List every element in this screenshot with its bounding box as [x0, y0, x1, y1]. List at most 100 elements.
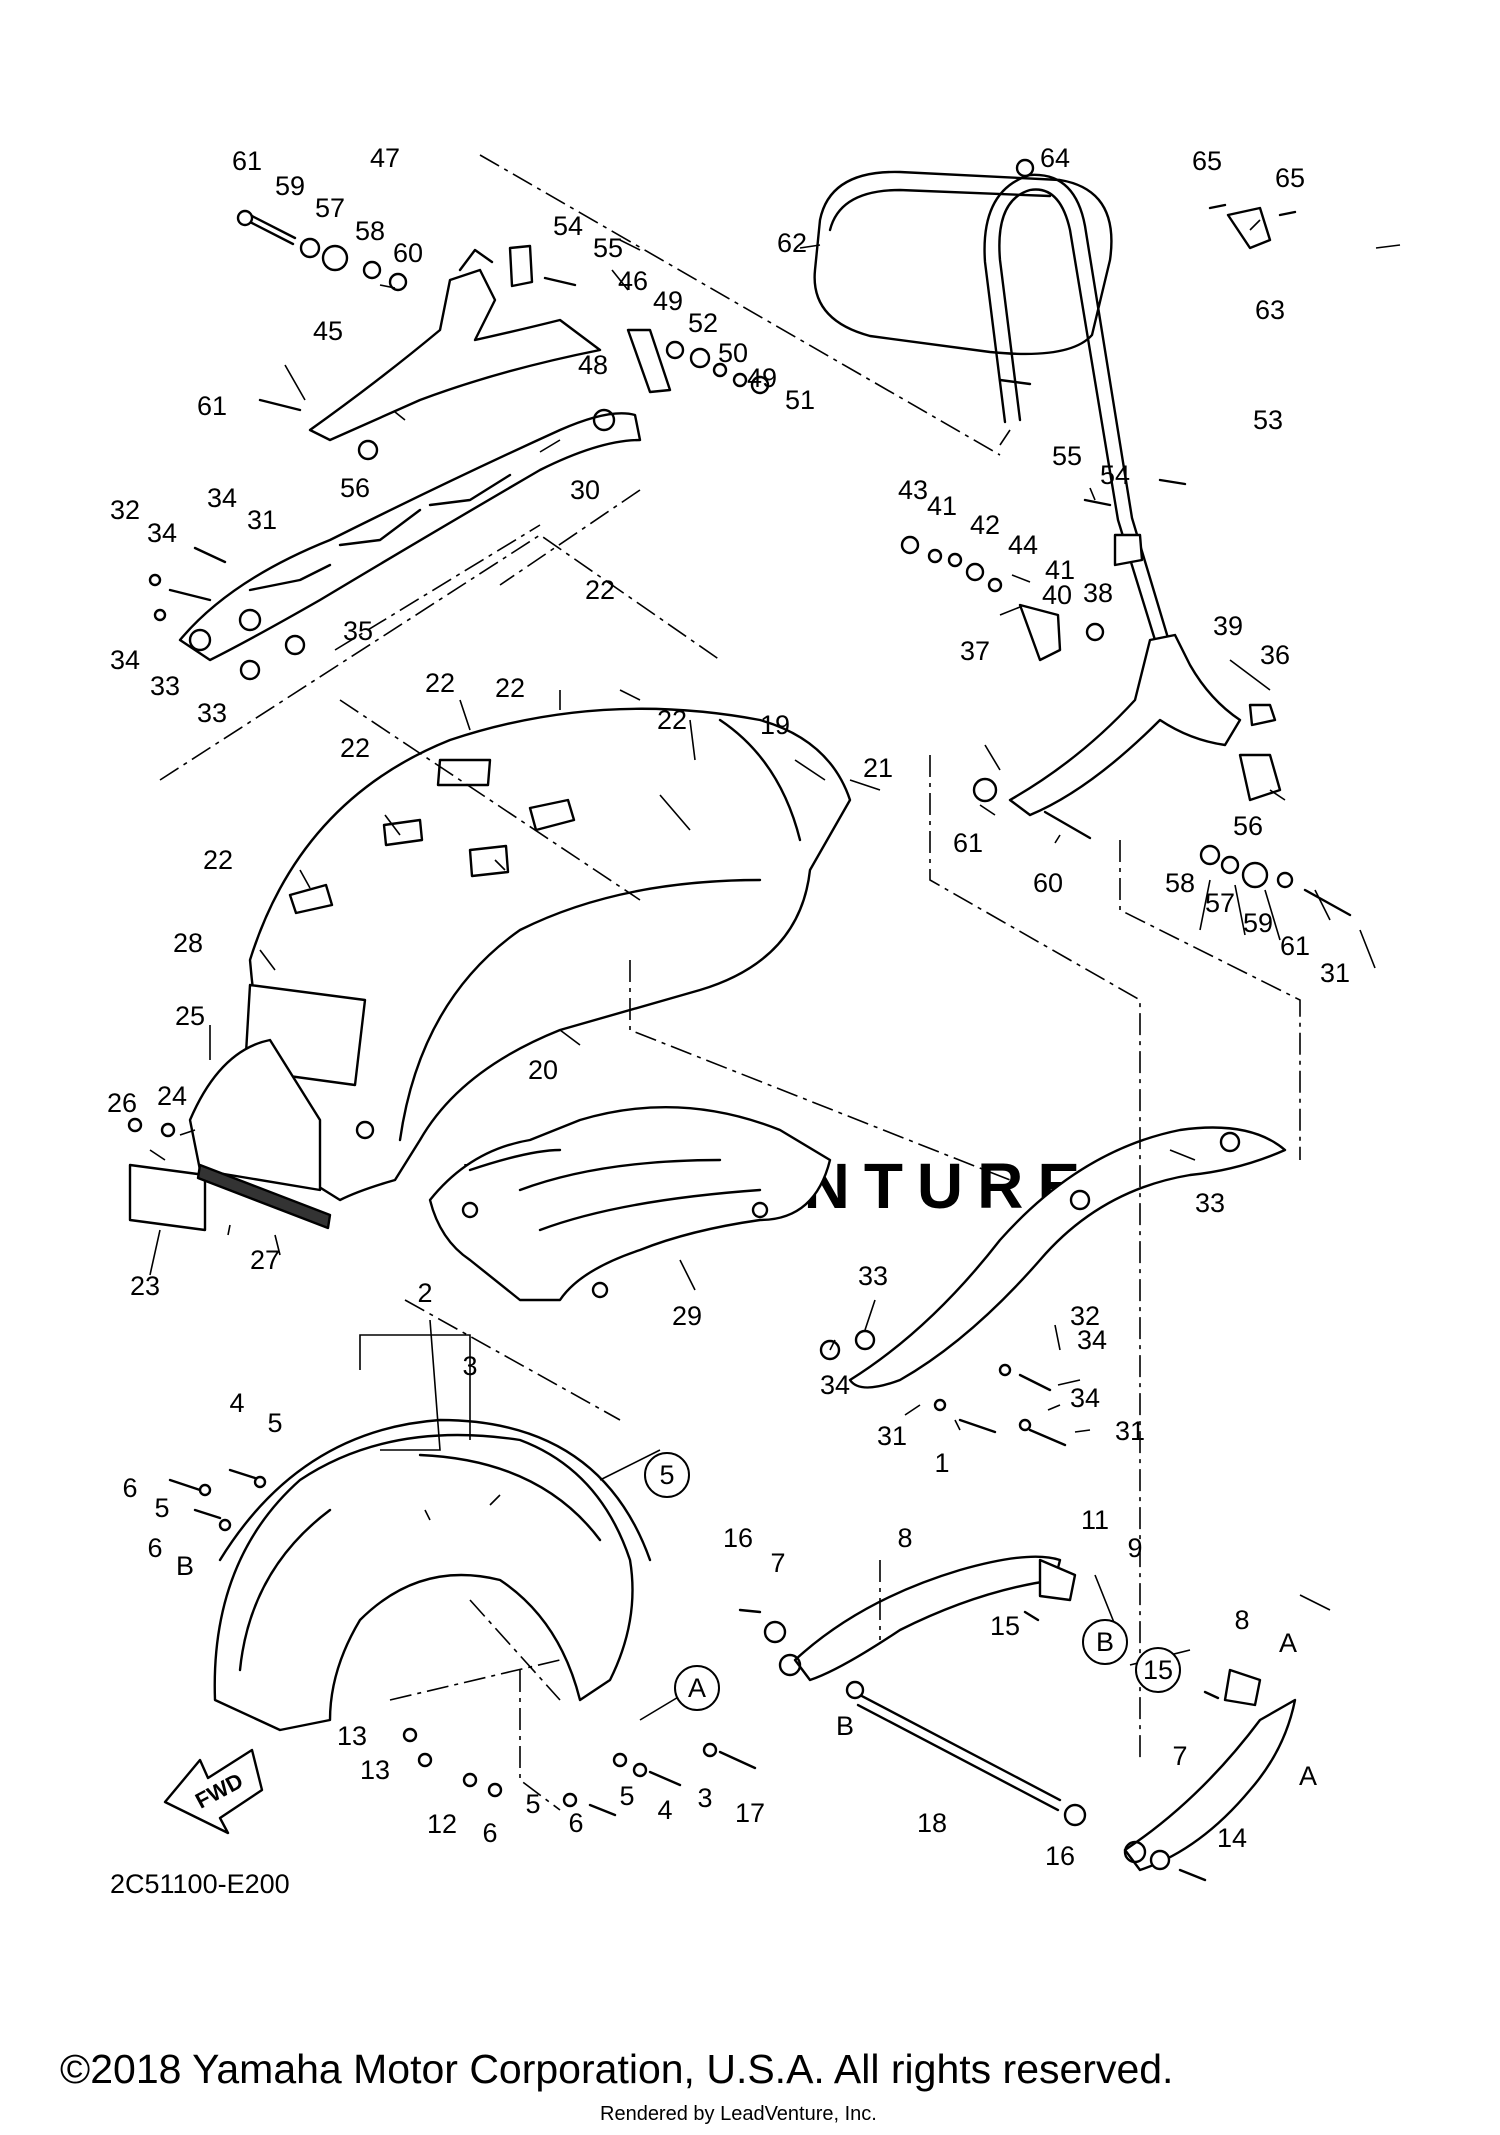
- hardware-parts: [127, 158, 1352, 1882]
- callout-label: 16: [723, 1523, 753, 1553]
- callout-label: 52: [688, 308, 718, 338]
- callout-label: 4: [657, 1795, 672, 1825]
- callout-label: 36: [1260, 640, 1290, 670]
- callout-label: 57: [1205, 888, 1235, 918]
- callout-label: 5: [525, 1789, 540, 1819]
- callout-label: 38: [1083, 578, 1113, 608]
- callout-label: 41: [1045, 555, 1075, 585]
- callout-label: 61: [1280, 931, 1310, 961]
- callout-label: 33: [150, 671, 180, 701]
- callout-label: 60: [1033, 868, 1063, 898]
- copyright-notice: ©2018 Yamaha Motor Corporation, U.S.A. A…: [60, 2046, 1173, 2092]
- callout-label: 7: [770, 1548, 785, 1578]
- ref-circle-a-front-fender: [674, 1665, 720, 1711]
- callout-label: 30: [570, 475, 600, 505]
- callout-label: 19: [760, 710, 790, 740]
- callout-label: 31: [1115, 1416, 1145, 1446]
- callout-label: 63: [1255, 295, 1285, 325]
- callout-label: 6: [482, 1818, 497, 1848]
- callout-label: 29: [672, 1301, 702, 1331]
- callout-label: 55: [1052, 441, 1082, 471]
- ref-label-a-front-fender: A: [688, 1673, 706, 1703]
- callout-label: 33: [197, 698, 227, 728]
- callout-label: 13: [337, 1721, 367, 1751]
- callout-label: 31: [247, 505, 277, 535]
- license-light: [128, 1163, 207, 1232]
- callout-label: 34: [110, 645, 140, 675]
- callout-label: 2: [417, 1278, 432, 1308]
- callout-label: 25: [175, 1001, 205, 1031]
- grab-rail-left: [178, 408, 642, 662]
- callout-label: 24: [157, 1081, 187, 1111]
- callout-label: 3: [697, 1783, 712, 1813]
- leader-lines: [149, 219, 1401, 1721]
- callout-label: 23: [130, 1271, 160, 1301]
- callout-label: 62: [777, 228, 807, 258]
- callout-label: 43: [898, 475, 928, 505]
- callout-label: 40: [1042, 580, 1072, 610]
- callout-label: 51: [785, 385, 815, 415]
- callout-label: 22: [495, 673, 525, 703]
- callout-label: 59: [1243, 908, 1273, 938]
- reference-markers: 5 B 15 A: [644, 1452, 1181, 1711]
- callout-label: 60: [393, 238, 423, 268]
- callout-label: 34: [207, 483, 237, 513]
- callout-label: 16: [1045, 1841, 1075, 1871]
- callout-label: B: [836, 1711, 854, 1741]
- callout-label: 7: [1172, 1741, 1187, 1771]
- callout-label: 22: [425, 668, 455, 698]
- callout-label: 5: [619, 1781, 634, 1811]
- callout-label: 1: [934, 1448, 949, 1478]
- callout-label: 35: [343, 616, 373, 646]
- diagram-code: 2C51100-E200: [110, 1869, 290, 1899]
- callout-label: 56: [1233, 811, 1263, 841]
- callout-label: 15: [990, 1611, 1020, 1641]
- callout-label: 14: [1217, 1823, 1247, 1853]
- callout-label: 31: [1320, 958, 1350, 988]
- callout-label: 53: [1253, 405, 1283, 435]
- backrest-assembly: [813, 170, 1187, 642]
- callout-label: 46: [618, 266, 648, 296]
- assembly-lines: [159, 154, 1301, 1811]
- callout-label: 3: [462, 1351, 477, 1381]
- callout-label: 22: [657, 705, 687, 735]
- callout-label: 39: [1213, 611, 1243, 641]
- callout-label: 18: [917, 1808, 947, 1838]
- callout-label: 6: [568, 1808, 583, 1838]
- callout-label: 65: [1275, 163, 1305, 193]
- callout-label: 6: [122, 1473, 137, 1503]
- callout-label: 8: [897, 1523, 912, 1553]
- callout-label: 34: [147, 518, 177, 548]
- callout-label: 34: [1070, 1383, 1100, 1413]
- callout-label: 21: [863, 753, 893, 783]
- callout-label: A: [1279, 1628, 1297, 1658]
- callout-label: 48: [578, 350, 608, 380]
- callout-label: 22: [340, 733, 370, 763]
- callout-label: 13: [360, 1755, 390, 1785]
- callout-label: 32: [1070, 1301, 1100, 1331]
- callout-label: 49: [747, 363, 777, 393]
- callout-label: 54: [1100, 460, 1130, 490]
- axle-shaft: [856, 1693, 1062, 1812]
- rear-fender: [188, 707, 852, 1202]
- callout-label: 33: [858, 1261, 888, 1291]
- callout-label: 41: [927, 491, 957, 521]
- ref-circle-b-stay: [1082, 1619, 1128, 1665]
- callout-label: 26: [107, 1088, 137, 1118]
- callout-label: 61: [953, 828, 983, 858]
- callout-label: 27: [250, 1245, 280, 1275]
- side-bracket-left: [308, 248, 602, 442]
- callout-label: 34: [1077, 1325, 1107, 1355]
- callout-label: 11: [1081, 1505, 1109, 1535]
- callout-label: 34: [820, 1370, 850, 1400]
- callout-label: 54: [553, 211, 583, 241]
- front-fender: [213, 1418, 652, 1732]
- ref-label-a-stay: 15: [1143, 1655, 1173, 1685]
- ref-circle-a-stay: [1135, 1647, 1181, 1693]
- callout-label: 33: [1195, 1188, 1225, 1218]
- rendered-by-credit: Rendered by LeadVenture, Inc.: [600, 2103, 877, 2125]
- callout-label: 50: [718, 338, 748, 368]
- callout-label: 8: [1234, 1605, 1249, 1635]
- callout-label: 56: [340, 473, 370, 503]
